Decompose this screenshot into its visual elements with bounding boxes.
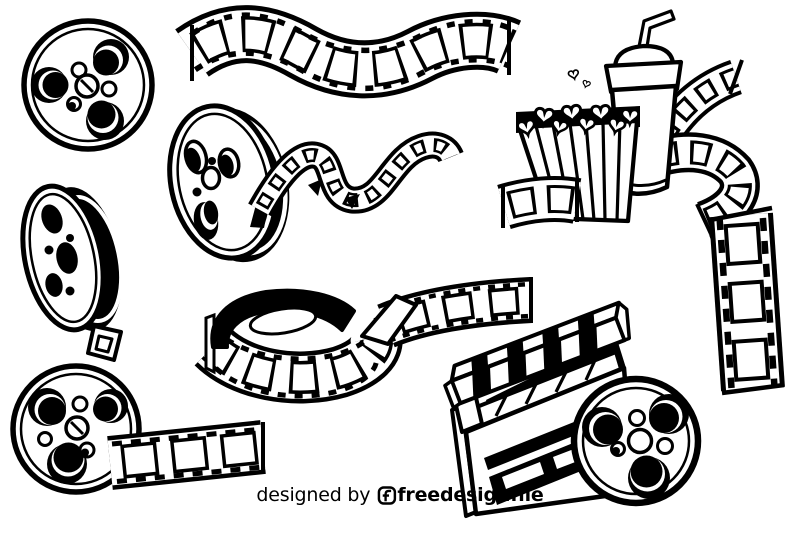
reel-hub — [626, 427, 654, 455]
reel-hole — [628, 455, 670, 499]
reel-small-hole — [192, 187, 202, 197]
reel-hole — [649, 394, 689, 434]
filmstrip-ribbon-drawing — [194, 277, 533, 404]
reel-small-hole — [100, 80, 118, 98]
film-reel-unspooling-drawing — [167, 103, 464, 263]
ribbon-curl-inside — [248, 306, 318, 336]
reel-inner-ring — [19, 372, 133, 486]
reel-small-hole — [208, 157, 216, 165]
ribbon-lower-sprockets-bottom — [211, 353, 380, 399]
ribbon-upper-sprockets-top — [385, 281, 532, 313]
film-reel-front-drawing — [21, 18, 155, 152]
strip-twist-shadow — [345, 194, 360, 209]
reel-small-hole-shadow — [612, 447, 620, 455]
reel-hub-slot — [69, 420, 85, 436]
clapper-band-slit — [502, 462, 544, 489]
strip-twist-shadow — [308, 179, 322, 196]
sprocket-holes-bottom — [111, 464, 264, 485]
reel-small-hole-shadow — [81, 448, 89, 457]
reel-small-hole-shadow — [68, 102, 76, 110]
clapper-top-arm — [443, 300, 632, 410]
clapperboard-and-reel-drawing — [443, 300, 702, 518]
arm-end-cap — [443, 379, 463, 410]
reel-hole — [31, 67, 69, 103]
reel-hole — [28, 388, 66, 426]
arm-chevron-stripes — [471, 312, 598, 399]
reel-face-inner-ring — [28, 192, 98, 324]
freedesignfile-logo-icon — [377, 485, 397, 505]
watermark-brand: freedesignfile — [397, 484, 544, 506]
watermark-prefix: designed by — [256, 484, 371, 506]
reel-hole — [86, 100, 124, 140]
reel-latch-tab-inner — [94, 334, 114, 354]
frame-windows — [727, 214, 767, 390]
clapper-jaw-stripes — [494, 357, 598, 417]
reel-hole — [41, 204, 63, 234]
reel-hole — [193, 200, 219, 240]
curl-strip-upper-end — [728, 59, 744, 95]
strip-end-bottom — [721, 382, 785, 396]
arm-right-face — [614, 300, 632, 342]
reel-small-hole — [37, 431, 53, 447]
reel-hub — [200, 165, 222, 191]
reel-small-hole — [44, 245, 54, 255]
frame-windows — [108, 433, 265, 477]
filmstrip-vertical-drawing — [709, 205, 785, 396]
reel-hole — [93, 39, 129, 76]
sprocket-holes-left — [716, 216, 735, 389]
popcorn-and-drink-drawing — [497, 9, 760, 240]
reel-hole — [582, 407, 623, 447]
reel-hole — [217, 147, 241, 179]
reel-small-hole — [66, 234, 74, 242]
reel-hole — [45, 273, 63, 297]
reel-small-hole — [71, 395, 89, 413]
ribbon-upper-windows — [382, 289, 532, 336]
watermark: designed by freedesignfile — [256, 484, 543, 506]
reel-hub-slot — [79, 78, 95, 94]
reel-small-hole — [656, 437, 674, 455]
sprocket-holes-right — [759, 211, 778, 388]
reel-hole — [56, 242, 78, 274]
reel-small-hole — [65, 286, 75, 296]
curl-strip-lower-frames — [644, 140, 752, 233]
filmstrip-wave-drawing — [175, 5, 522, 99]
film-reel-with-strip-drawing — [10, 363, 266, 495]
film-reel-tilted-drawing — [20, 183, 124, 362]
frame-windows — [183, 19, 516, 84]
reel-latch-tab — [86, 324, 123, 362]
strip-end-top — [709, 205, 773, 223]
reel-face-inner-ring — [176, 112, 270, 252]
reel-hole — [93, 389, 128, 423]
base-strip-frames — [499, 185, 580, 221]
reel-small-hole — [628, 409, 646, 427]
ribbon-lower-frames — [201, 331, 394, 394]
sprocket-holes-top — [111, 426, 264, 447]
sprocket-holes-bottom — [190, 50, 511, 91]
ribbon-upper-sprockets-bottom — [385, 313, 532, 345]
reel-hole — [47, 442, 87, 484]
reel-hole — [183, 139, 209, 175]
sprocket-holes-top — [190, 12, 511, 53]
ribbon-fold-facet — [360, 294, 418, 346]
ribbon-curl-back — [210, 288, 356, 349]
